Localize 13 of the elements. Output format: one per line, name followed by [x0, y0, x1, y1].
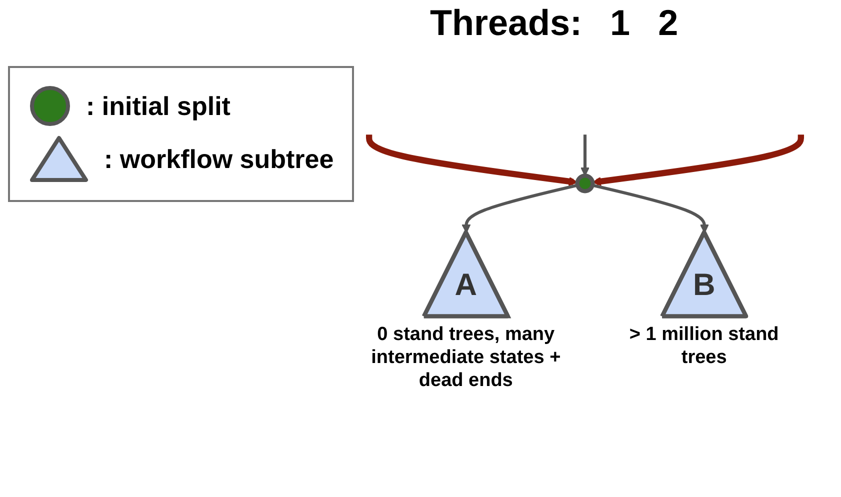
legend-text: : workflow subtree [104, 144, 334, 174]
arrow [592, 134, 804, 186]
thread-number: 2 [658, 2, 678, 44]
node-circle [575, 174, 595, 194]
thread-number: 1 [610, 2, 630, 44]
node-caption: 0 stand trees, many intermediate states + dead ends [370, 324, 561, 393]
node-caption: > 1 million stand trees [628, 324, 780, 370]
legend-text: : initial split [86, 90, 230, 122]
threads-label: Threads: [430, 2, 582, 44]
arrow [366, 134, 578, 186]
arrow [462, 184, 578, 234]
arrow [580, 134, 590, 176]
arrow [592, 184, 709, 234]
